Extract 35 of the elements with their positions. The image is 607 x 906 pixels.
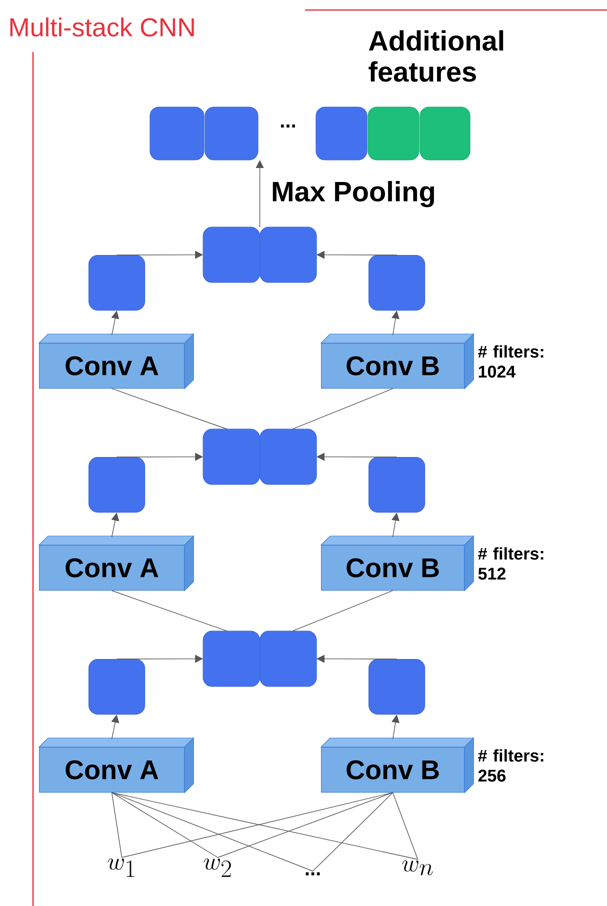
connector-line (111, 792, 122, 858)
feature-map (368, 457, 426, 513)
arrow (316, 654, 398, 663)
connector-line (292, 590, 394, 632)
connector-line (217, 792, 394, 858)
feature-map (368, 659, 426, 715)
input-word: $w_2$ (204, 858, 231, 877)
output-vector: ... (150, 106, 368, 160)
feature-map (88, 457, 146, 513)
feature-map (88, 255, 146, 311)
node-label: ... (281, 124, 295, 128)
connector-line (111, 792, 314, 872)
connector-line (292, 388, 394, 430)
filter-count: # filters: 256 (478, 749, 544, 782)
connector-line (312, 792, 394, 872)
input-word: $w_1$ (108, 858, 134, 877)
filter-count: # filters: 1024 (478, 345, 544, 378)
feature-pair (202, 428, 317, 485)
arrow (256, 160, 264, 228)
feature-map (88, 659, 146, 715)
connector-line (392, 792, 418, 860)
feature-cells: Additional features (368, 30, 504, 160)
arrow (316, 452, 398, 461)
connector-line (111, 590, 228, 632)
node-label: Additional features (368, 30, 504, 82)
connector-line (111, 792, 218, 858)
input-word: ... (306, 872, 320, 876)
input-word: $w_n$ (402, 860, 433, 876)
arrow (316, 250, 398, 259)
feature-pair (202, 630, 317, 687)
connector-line (111, 388, 228, 430)
feature-pair (202, 226, 317, 283)
feature-map (368, 255, 426, 311)
filter-count: # filters: 512 (478, 547, 544, 580)
edge-label: Max Pooling (270, 180, 437, 208)
